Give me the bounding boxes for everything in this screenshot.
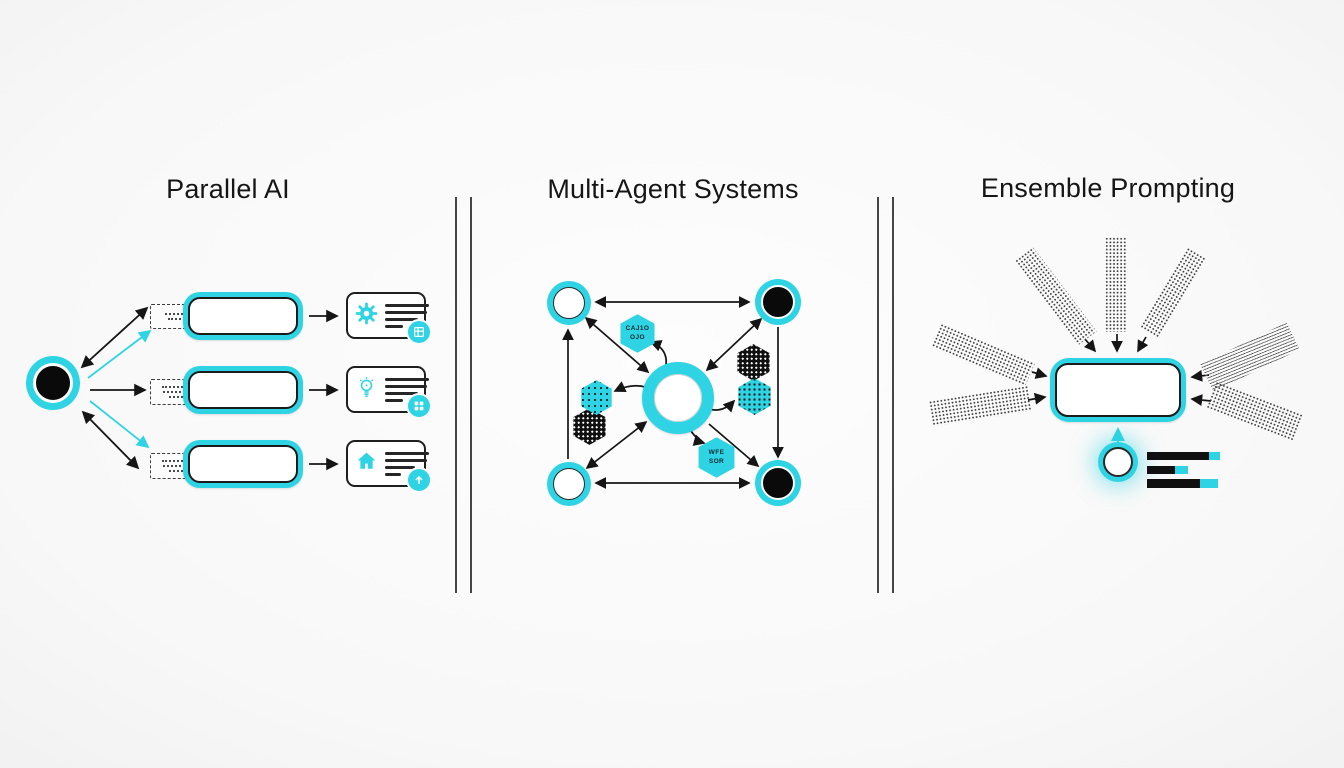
result-bar-2 [1147,466,1188,474]
arrow-hub-bottomright [708,423,760,468]
text-line [385,451,429,455]
result-card-3 [346,440,430,491]
process-box-3-inner [188,445,298,483]
text-line [385,458,427,462]
arrow-node-to-row3 [81,410,140,470]
dotted-text-line [163,465,197,467]
text-line [385,324,403,328]
bar-cyan-segment [1209,452,1220,460]
prompt-beam-top-center [1105,237,1127,332]
text-line [385,391,418,395]
cyan-arrow-to-row3 [89,400,150,449]
panel-title-multi-agent-systems: Multi-Agent Systems [547,174,799,204]
dotted-text-line [163,391,197,393]
agent-node-top-left [553,287,585,319]
panel-divider-right-a [877,197,879,593]
card-text-lines [385,451,429,476]
ensemble-aggregator-box-inner [1055,363,1181,417]
agent-node-bottom-right [761,466,795,500]
text-line [385,472,401,476]
arrow-beam-leftlower [1027,392,1047,405]
text-line [385,303,429,307]
gear-icon [354,301,379,331]
text-line [385,398,403,402]
dotted-text-line [169,396,191,398]
text-line [385,465,415,469]
parallel-cyan-arrows [87,329,152,449]
panel-title-ensemble-prompting: Ensemble Prompting [980,173,1236,203]
agent-node-bottom-left [553,468,585,500]
process-box-2 [183,366,303,414]
arrow-beam-leftupper [1031,367,1048,379]
dotted-text-line [169,470,191,472]
hex-pseudo-text: sor [708,457,725,465]
arrow-up-badge-icon [408,469,430,491]
house-icon [354,449,379,479]
bar-black-segment [1147,452,1209,460]
cyan-arrow-to-row1 [87,329,152,379]
arrow-topright-hub [705,317,763,372]
panel-divider-left-b [470,197,472,593]
card-text-lines [385,303,429,328]
bar-cyan-segment [1175,466,1188,474]
consensus-output-circle [1103,447,1133,477]
result-bar-1 [1147,452,1220,460]
parallel-fanout-arrows [80,306,339,471]
result-card-2 [346,366,430,417]
arrow-bottomleft-hub [585,420,648,470]
process-box-2-inner [188,371,298,409]
dotted-text-line [162,386,198,388]
panel-divider-right-b [892,197,894,593]
process-box-1 [183,292,303,340]
dotted-text-line [162,460,198,462]
grid-badge-icon [408,321,430,343]
central-hub-ring [642,362,714,434]
hex-pseudo-text: wfe [708,449,725,457]
ensemble-aggregator-box [1050,358,1186,422]
arrow-beam-topright [1137,336,1149,353]
dotted-text-line [168,318,192,320]
result-bar-3 [1147,479,1218,488]
panel-title-parallel-ai: Parallel AI [166,174,290,204]
hex-pseudo-text: ojo [630,333,645,341]
arrow-beam-topleft [1083,338,1097,353]
bar-cyan-segment [1200,479,1218,488]
bar-black-segment [1147,466,1175,474]
data-hex-left-cyan [581,380,612,415]
text-line [385,317,418,321]
data-hex-right-cyan [738,378,771,415]
lightbulb-icon [354,375,379,405]
arrow-topleft-hub [584,316,650,374]
arrow-node-to-row1 [80,306,149,369]
text-line [385,384,427,388]
hex-pseudo-text: caj1o [625,325,650,333]
dotted-text-line [165,313,195,315]
text-line [385,377,429,381]
panel-divider-left-a [455,197,457,593]
bar-black-segment [1147,479,1200,488]
card-text-lines [385,377,429,402]
text-line [385,310,427,314]
process-box-3 [183,440,303,488]
network-arrows [562,296,784,489]
agent-node-top-right [761,285,795,319]
result-card-1 [346,292,430,343]
process-box-1-inner [188,297,298,335]
source-node-circle [33,363,73,403]
squares-badge-icon [408,395,430,417]
